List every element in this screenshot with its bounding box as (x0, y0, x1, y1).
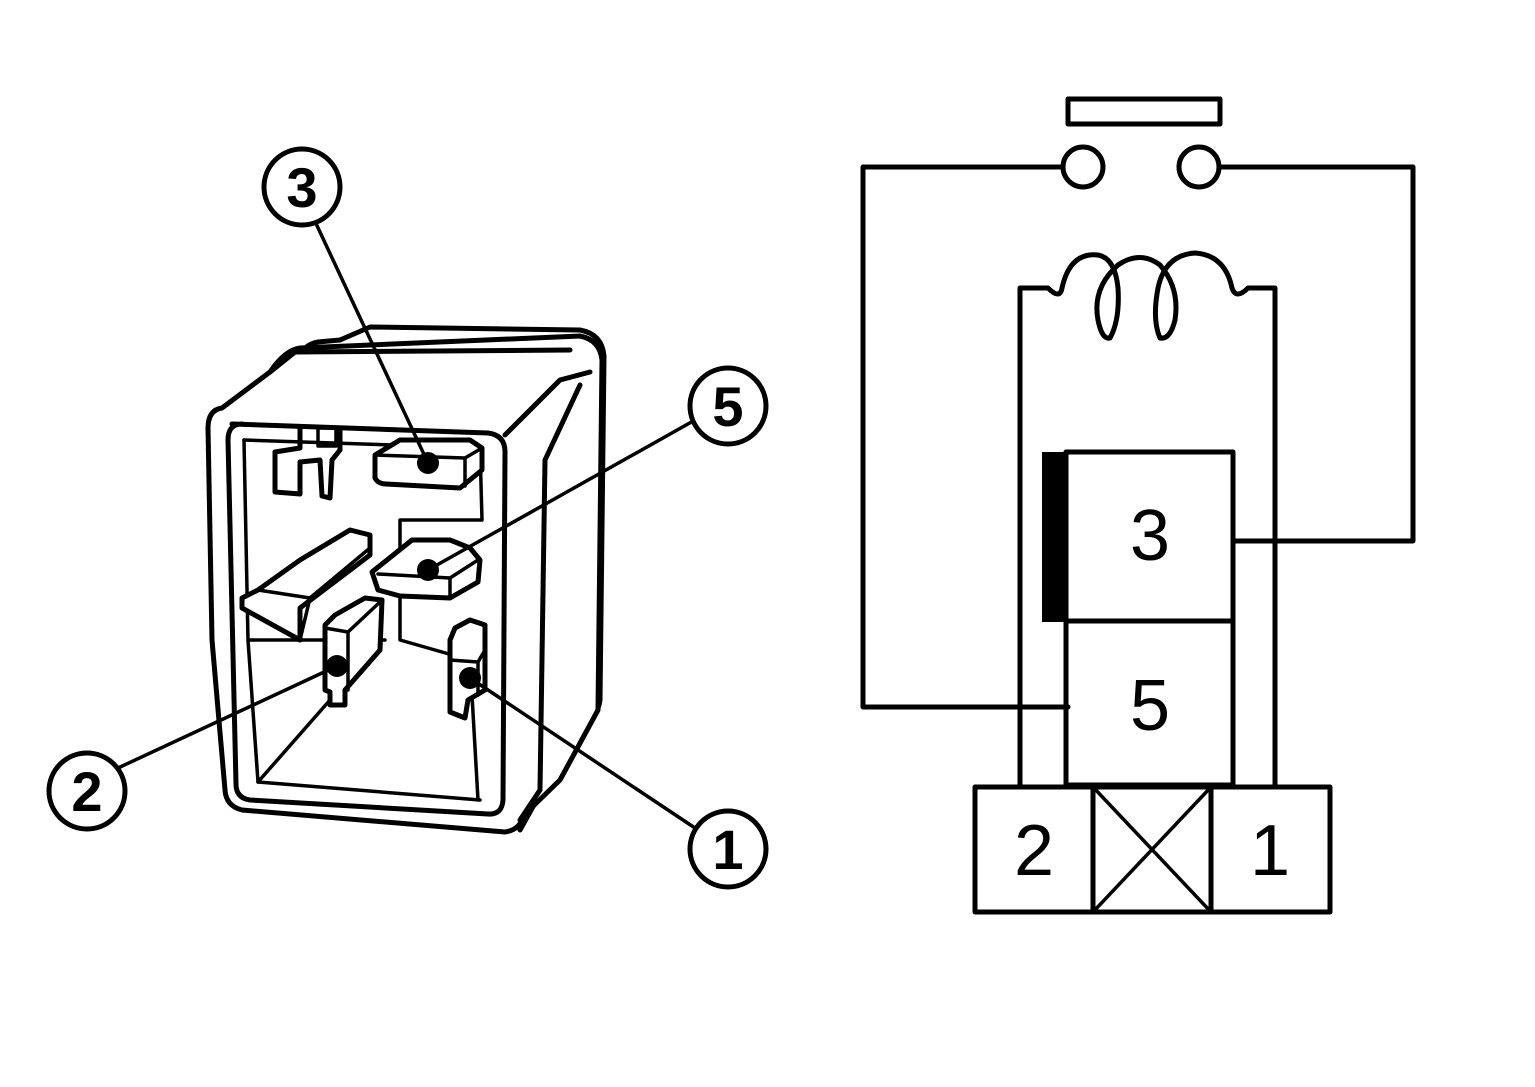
block-5-label: 5 (1130, 666, 1170, 746)
callout-terminal-1: 1 (687, 808, 769, 890)
callout-2-label: 2 (71, 760, 102, 823)
connector-2-label: 2 (1014, 811, 1054, 891)
switch-contact-right (1176, 144, 1222, 190)
block-3-label: 3 (1130, 496, 1170, 576)
relay-schematic: 3 5 2 1 (860, 96, 1416, 915)
callout-5-label: 5 (712, 375, 743, 438)
wire-left-outer (860, 164, 1071, 710)
callout-terminal-2: 2 (46, 750, 128, 832)
relay-illustration: 3 5 2 1 (46, 146, 769, 890)
wire-right-outer (1216, 164, 1416, 544)
connector (972, 784, 1333, 915)
coil (1017, 250, 1278, 788)
callout-terminal-5: 5 (687, 365, 769, 447)
switch-contact-left (1060, 144, 1106, 190)
switch-bar (1065, 96, 1223, 127)
callout-1-label: 1 (712, 818, 743, 881)
connector-1-label: 1 (1250, 811, 1290, 891)
contact-bar (1042, 452, 1064, 622)
callout-3-label: 3 (286, 156, 317, 219)
callout-terminal-3: 3 (261, 146, 343, 228)
